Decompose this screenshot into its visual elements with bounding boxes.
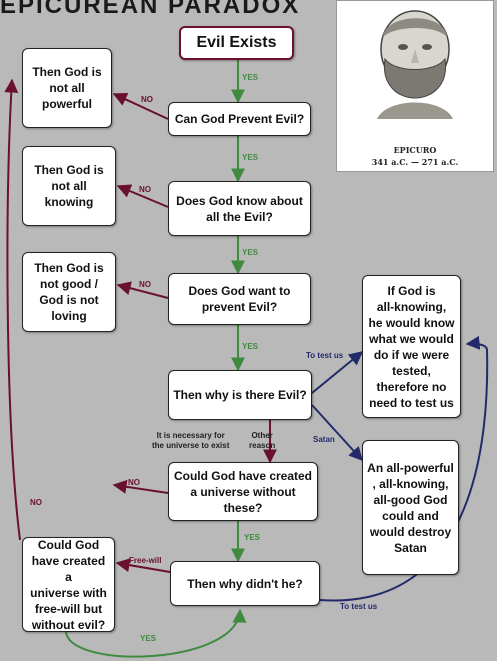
label-other-reason: Other reason — [249, 431, 276, 450]
edge-why-test — [311, 351, 364, 394]
node-why-didnt-he: Then why didn't he? — [170, 561, 320, 606]
label-no-5: NO — [30, 498, 42, 507]
node-not-all-powerful: Then God is not all powerful — [22, 48, 112, 128]
node-not-all-knowing: Then God is not all knowing — [22, 146, 116, 226]
label-yes-6: YES — [140, 634, 157, 643]
epicurus-portrait: EPICURO 341 a.C. — 271 a.C. — [336, 0, 494, 172]
label-no-3: NO — [139, 280, 151, 289]
portrait-name: EPICURO — [393, 145, 437, 155]
label-to-test-us-1: To test us — [306, 351, 344, 360]
node-does-god-know: Does God know about all the Evil? — [168, 181, 311, 236]
label-to-test-us-2: To test us — [340, 602, 378, 611]
node-could-god-have-created: Could God have created a universe withou… — [168, 462, 318, 521]
node-free-will-universe: Could God have created a universe with f… — [22, 537, 115, 632]
node-no-need-to-test: If God is all-knowing, he would know wha… — [362, 275, 461, 418]
label-free-will: Free-will — [129, 556, 162, 565]
label-yes-1: YES — [242, 73, 259, 82]
diagram-title: EPICUREAN PARADOX — [0, 0, 301, 19]
portrait-dates: 341 a.C. — 271 a.C. — [371, 157, 459, 167]
edge-could-no — [112, 479, 169, 494]
edge-whynot-test-loop — [319, 335, 489, 602]
node-not-good: Then God is not good / God is not loving — [22, 252, 116, 332]
label-necessary: It is necessary for the universe to exis… — [152, 431, 230, 450]
label-no-1: NO — [141, 95, 153, 104]
node-destroy-satan: An all-powerful , all-knowing, all-good … — [362, 440, 459, 575]
label-no-4: NO — [128, 478, 140, 487]
edge-whynot-freewill — [115, 558, 171, 573]
edge-prevent-no — [112, 92, 169, 120]
label-yes-5: YES — [244, 533, 261, 542]
label-satan: Satan — [313, 435, 335, 444]
edge-know-no — [116, 184, 169, 208]
node-why-is-there-evil: Then why is there Evil? — [168, 370, 312, 420]
label-yes-3: YES — [242, 248, 259, 257]
label-no-2: NO — [139, 185, 151, 194]
label-yes-4: YES — [242, 342, 259, 351]
edge-freewill-no-loop — [4, 78, 21, 541]
edge-why-satan — [311, 404, 363, 462]
label-yes-2: YES — [242, 153, 259, 162]
node-can-god-prevent-evil: Can God Prevent Evil? — [168, 102, 311, 136]
node-evil-exists: Evil Exists — [179, 26, 294, 60]
node-does-god-want: Does God want to prevent Evil? — [168, 273, 311, 325]
edge-want-no — [116, 281, 169, 299]
edge-freewill-yes-loop — [65, 608, 247, 658]
epicurus-bust-image — [377, 10, 453, 119]
